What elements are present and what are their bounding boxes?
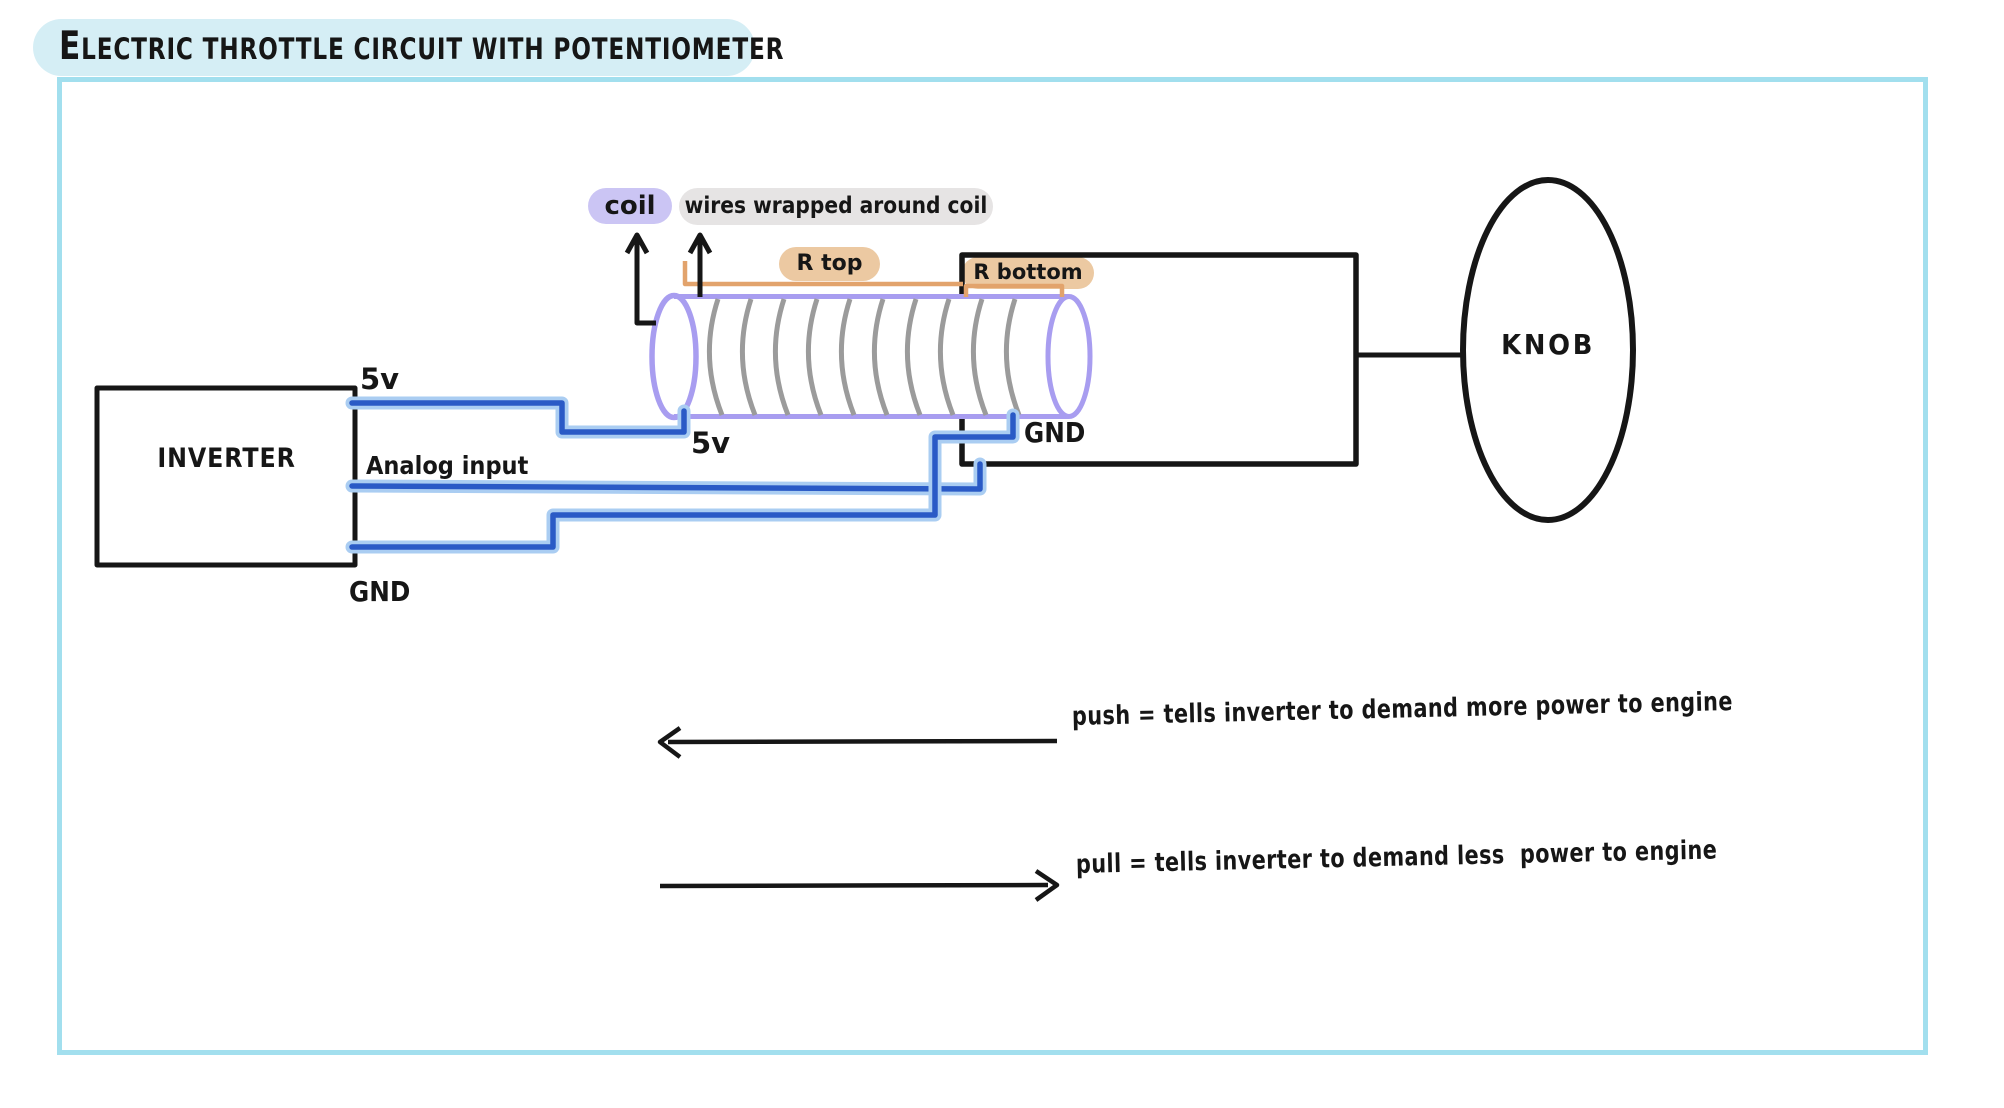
analog-input-pin-label: Analog input: [366, 451, 529, 480]
diagram-border: [57, 77, 1928, 1055]
wires-note-label: wires wrapped around coil: [679, 188, 993, 225]
push-arrow: [657, 726, 1058, 759]
r-bottom-label: R bottom: [973, 260, 1083, 285]
coil-right-cap: [1045, 294, 1093, 419]
r-top-wire: [682, 261, 963, 287]
wires-note-highlight: [679, 188, 993, 225]
gnd-coil-label: GND: [1024, 416, 1086, 449]
coil-winding: [706, 298, 1022, 416]
knob-text: KNOB: [1500, 328, 1596, 361]
r-bottom-highlight: [962, 257, 1094, 289]
five-volt-pin-label: 5v: [360, 362, 400, 396]
title-row: ELECTRIC THROTTLE CIRCUIT WITH POTENTIOM…: [33, 19, 783, 76]
coil-body: [674, 297, 1069, 416]
coil-label-highlight: [588, 188, 672, 224]
gnd-pin-label: GND: [349, 575, 411, 608]
page-title: ELECTRIC THROTTLE CIRCUIT WITH POTENTIOM…: [59, 24, 785, 70]
knob-ellipse: [1460, 177, 1636, 523]
r-top-highlight: [779, 247, 880, 281]
pull-arrow: [659, 869, 1060, 902]
coil-label: coil: [604, 190, 656, 221]
r-bottom-wire: [963, 283, 1065, 297]
inverter-text: INVERTER: [157, 443, 297, 474]
knob-label: KNOB: [1463, 328, 1633, 361]
wires-note-text: wires wrapped around coil: [684, 192, 988, 219]
analog-input-wire: [345, 457, 987, 496]
coil-label-arrow: [624, 232, 656, 326]
ground-wire: [345, 408, 1020, 554]
coil-left-cap: [649, 292, 699, 421]
inverter-label: INVERTER: [107, 444, 347, 474]
inverter-box: [94, 385, 358, 568]
r-top-label: R top: [796, 250, 863, 276]
coil-cylinder: [649, 292, 1093, 421]
five-volt-coil-label: 5v: [691, 426, 731, 460]
five-volt-wire: [345, 396, 691, 439]
title-highlight: [33, 19, 755, 76]
wires-label-arrow: [687, 232, 713, 297]
